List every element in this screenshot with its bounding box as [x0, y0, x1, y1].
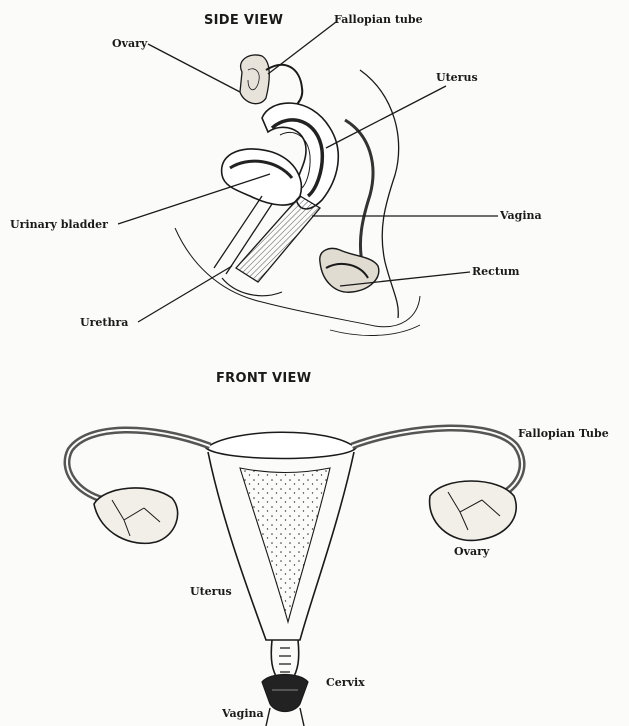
side-rectum: [320, 249, 379, 293]
sacrum-shading: [345, 120, 373, 262]
label-side-urethra: Urethra: [80, 317, 128, 328]
uterine-cavity: [240, 468, 330, 622]
leader-fallopian-tube: [268, 22, 336, 74]
uterus-fundus: [206, 432, 356, 458]
label-side-uterus: Uterus: [436, 72, 478, 83]
label-side-fallopian-tube: Fallopian tube: [334, 14, 423, 25]
leader-urethra: [138, 266, 232, 322]
front-ovary-right: [430, 481, 517, 540]
leader-bladder: [118, 174, 270, 224]
label-side-rectum: Rectum: [472, 266, 520, 277]
front-view-illustration: [67, 428, 522, 726]
buttock-outline: [330, 325, 420, 335]
ovary-shape: [240, 55, 269, 104]
label-side-ovary: Ovary: [112, 38, 147, 49]
leader-ovary: [148, 44, 240, 92]
front-vagina: [262, 675, 308, 712]
front-ovary-left: [94, 488, 178, 543]
label-front-fallopian-tube: Fallopian Tube: [518, 428, 609, 439]
label-front-cervix: Cervix: [326, 677, 365, 688]
label-front-ovary: Ovary: [454, 546, 489, 557]
label-front-vagina: Vagina: [222, 708, 264, 719]
label-side-vagina: Vagina: [500, 210, 542, 221]
front-view-heading: FRONT VIEW: [216, 372, 311, 385]
leader-uterus: [326, 86, 446, 148]
label-front-uterus: Uterus: [190, 586, 232, 597]
side-view-heading: SIDE VIEW: [204, 14, 283, 27]
side-view-illustration: [175, 55, 420, 336]
label-side-urinary-bladder: Urinary bladder: [10, 219, 108, 230]
